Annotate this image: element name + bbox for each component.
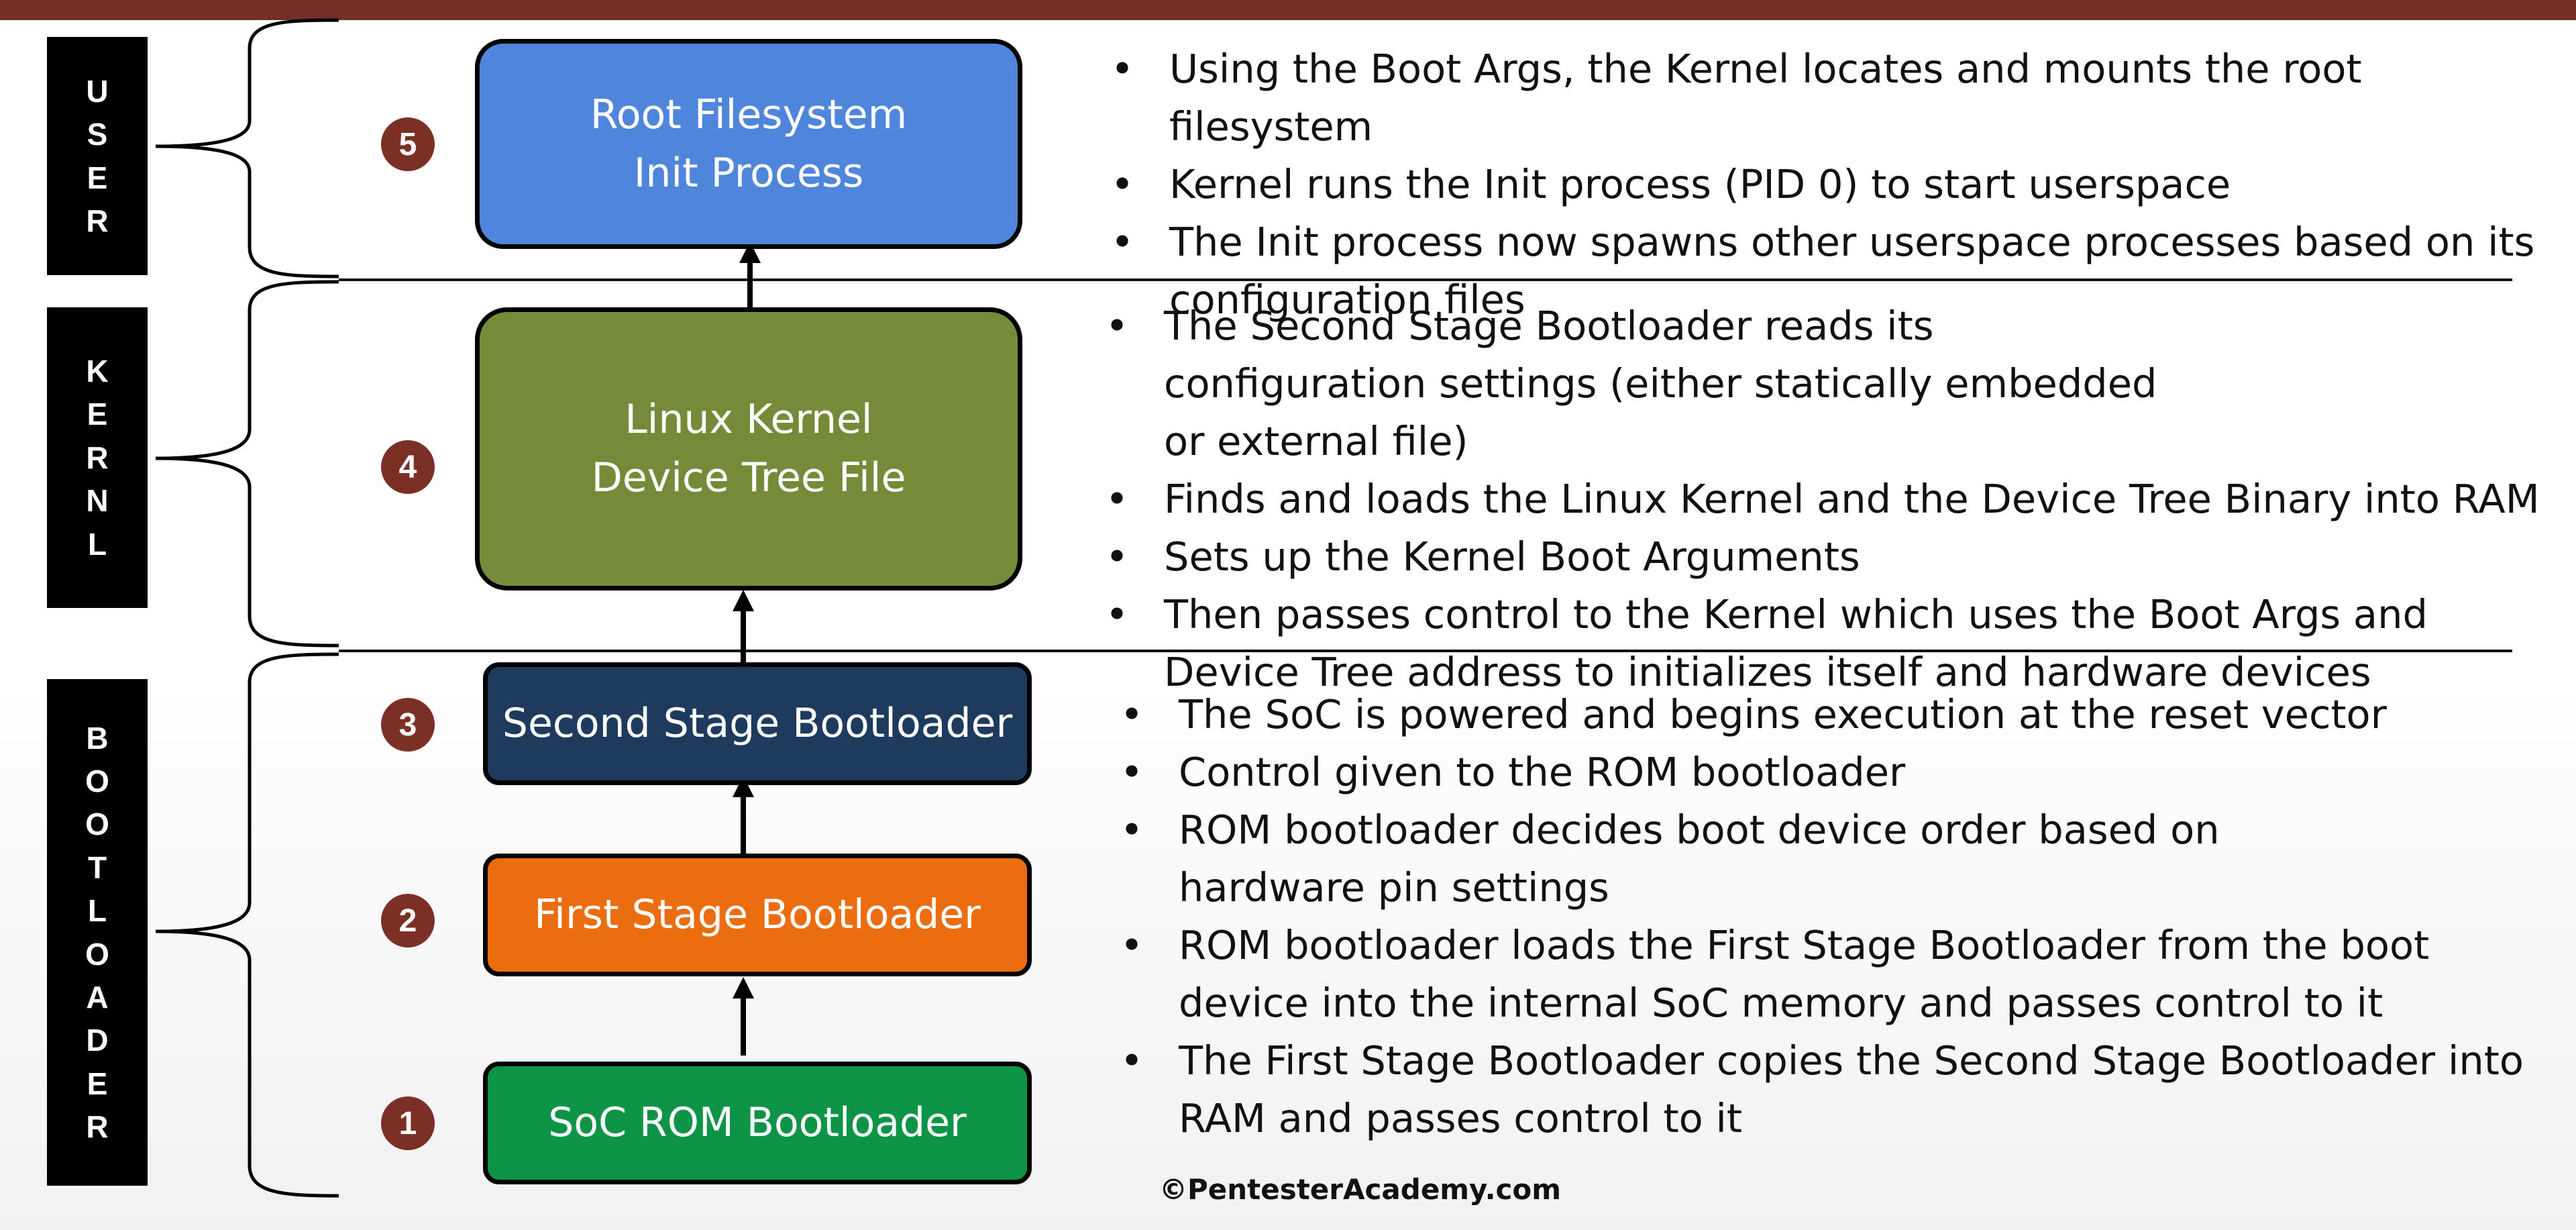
label-letter: O [85,936,109,972]
section-label-kernel: K E R N L [47,307,148,608]
stage-box-second-stage-bootloader: Second Stage Bootloader [483,662,1032,785]
label-letter: R [86,203,109,238]
label-letter: N [86,483,109,519]
stage-badge-2: 2 [381,894,435,947]
bullet-item: ROM bootloader decides boot device order… [1118,801,2567,917]
label-letter: E [87,397,108,432]
bootloader-stage-description: The SoC is powered and begins execution … [1118,686,2567,1147]
top-bar [0,0,2576,20]
label-letter: T [87,850,107,885]
copyright-footer: ©PentesterAcademy.com [1159,1173,1562,1206]
stage-box-first-stage-bootloader: First Stage Bootloader [483,854,1032,976]
user-stage-description: Using the Boot Args, the Kernel locates … [1109,40,2558,329]
label-letter: S [87,117,108,152]
stage-badge-3: 3 [381,698,435,752]
stage-badge-1: 1 [381,1096,435,1150]
bullet-item: Kernel runs the Init process (PID 0) to … [1109,156,2558,213]
bullet-item: ROM bootloader loads the First Stage Boo… [1118,917,2567,1032]
label-letter: A [86,979,109,1015]
bullet-item: Control given to the ROM bootloader [1118,744,2567,801]
stage-text-line: SoC ROM Bootloader [548,1099,967,1146]
stage-badge-4: 4 [381,440,435,494]
brace-bootloader [155,652,339,1198]
bullet-item: The First Stage Bootloader copies the Se… [1118,1032,2567,1147]
label-letter: D [86,1023,109,1058]
stage-box-soc-rom-bootloader: SoC ROM Bootloader [483,1062,1032,1184]
label-letter: L [87,893,107,929]
label-letter: E [87,160,108,195]
stage-text-line: Root Filesystem [590,91,908,138]
bullet-item: Using the Boot Args, the Kernel locates … [1109,40,2558,156]
brace-user [155,18,339,278]
label-letter: K [86,354,109,389]
label-letter: O [85,763,109,799]
label-letter: U [86,73,109,109]
brace-kernel [155,280,339,648]
stage-text-line: Init Process [633,149,864,197]
label-letter: L [87,526,107,562]
stage-text-line: First Stage Bootloader [534,891,981,938]
label-letter: E [87,1066,108,1101]
bullet-item: The Init process now spawns other usersp… [1109,213,2558,329]
bullet-item: Finds and loads the Linux Kernel and the… [1104,470,2559,528]
stage-badge-5: 5 [381,117,435,171]
section-label-bootloader: B O O T L O A D E R [47,679,148,1186]
bullet-item: The Second Stage Bootloader reads its co… [1104,297,2559,470]
kernel-stage-description: The Second Stage Bootloader reads its co… [1104,297,2559,701]
section-label-user: U S E R [47,37,148,275]
stage-text-line: Device Tree File [591,454,906,501]
bullet-item: The SoC is powered and begins execution … [1118,686,2567,744]
stage-box-root-filesystem: Root Filesystem Init Process [475,39,1022,249]
bullet-item: Sets up the Kernel Boot Arguments [1104,528,2559,586]
stage-text-line: Linux Kernel [625,396,873,443]
stage-box-linux-kernel: Linux Kernel Device Tree File [475,307,1022,591]
label-letter: R [86,440,109,475]
label-letter: O [85,807,109,842]
bullet-item: Then passes control to the Kernel which … [1104,586,2559,701]
stage-text-line: Second Stage Bootloader [502,700,1013,747]
label-letter: R [86,1109,109,1145]
label-letter: B [86,720,109,756]
